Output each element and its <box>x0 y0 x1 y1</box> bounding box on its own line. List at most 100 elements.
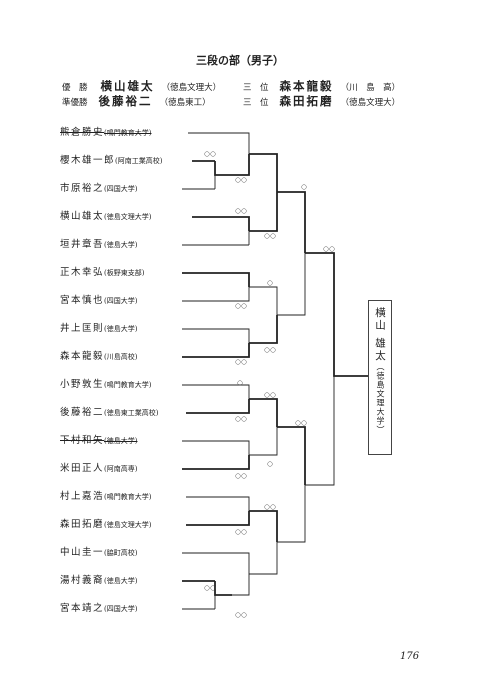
result-affil: （徳島文理大） <box>161 83 222 93</box>
player-affil: (鳴門教育大学) <box>104 129 152 137</box>
score-mark <box>264 347 276 353</box>
result-name: 横山雄太 <box>100 79 155 93</box>
player-entry: 垣井章吾(徳島大学) <box>60 238 137 252</box>
player-entry: 湯村義裔(徳島大学) <box>60 574 137 588</box>
score-mark <box>264 504 276 510</box>
player-entry: 森本龍毅(川島高校) <box>60 350 137 364</box>
champion-text: 横山 雄太（徳島文理大学） <box>370 307 390 434</box>
page-title: 三段の部（男子） <box>196 54 284 67</box>
player-entry: 宮本靖之(四国大学) <box>60 602 137 616</box>
match-scores <box>204 151 335 618</box>
result-name: 森田拓磨 <box>279 94 334 108</box>
player-entry: 井上匡則(徳島大学) <box>60 322 137 336</box>
player-name: 宮本靖之 <box>60 603 105 614</box>
player-name: 櫻木雄一郎 <box>60 155 116 166</box>
player-entry: 米田正人(阿南高専) <box>60 462 137 476</box>
score-mark <box>235 208 247 214</box>
bracket-line <box>277 426 306 485</box>
player-entry: 中山圭一(脇町高校) <box>60 546 137 560</box>
score-mark <box>237 380 243 386</box>
bracket-line <box>249 286 278 315</box>
bracket-line <box>232 440 250 455</box>
player-name: 横山雄太 <box>60 211 105 222</box>
bracket-line <box>249 398 278 427</box>
player-affil: (徳島大学) <box>104 325 138 333</box>
player-affil: (徳島大学) <box>104 241 138 249</box>
result-third-2: 三 位 森田拓磨 （徳島文理大） <box>243 93 400 109</box>
player-entry: 横山雄太(徳島文理大学) <box>60 210 151 224</box>
result-runner-up: 準優勝 後藤裕二 （徳島東工） <box>62 93 211 109</box>
bracket-line <box>232 399 250 414</box>
bracket-line <box>305 376 335 486</box>
score-mark <box>235 416 247 422</box>
player-name: 下村和矢 <box>60 435 105 446</box>
result-affil: （徳島文理大） <box>340 98 401 108</box>
score-mark <box>204 151 216 157</box>
bracket-line <box>232 132 250 154</box>
bracket-line <box>232 287 250 302</box>
score-mark <box>264 233 276 239</box>
result-rank: 準優勝 <box>62 98 88 108</box>
result-affil: （川 島 高） <box>340 83 401 93</box>
bracket-line <box>232 496 250 511</box>
result-rank: 三 位 <box>243 98 269 108</box>
player-name: 市原裕之 <box>60 183 105 194</box>
player-name: 湯村義裔 <box>60 575 105 586</box>
bracket-line <box>249 153 278 192</box>
champion-affil: （徳島文理大学） <box>376 362 385 435</box>
bracket-line <box>277 485 306 543</box>
bracket-line <box>232 154 250 176</box>
player-affil: (徳島文理大学) <box>104 213 152 221</box>
bracket-line <box>277 191 306 253</box>
player-name: 熊倉勝史 <box>60 127 105 138</box>
result-rank: 優 勝 <box>62 83 88 93</box>
bracket-line <box>249 192 278 232</box>
result-affil: （徳島東工） <box>159 98 211 108</box>
bracket-line <box>214 161 232 176</box>
score-mark <box>204 585 216 591</box>
player-affil: (阿南工業高校) <box>115 157 163 165</box>
player-name: 井上匡則 <box>60 323 105 334</box>
player-name: 小野敦生 <box>60 379 105 390</box>
player-name: 村上嘉浩 <box>60 491 105 502</box>
player-entry: 後藤裕二(徳島東工業高校) <box>60 406 158 420</box>
result-name: 後藤裕二 <box>98 94 153 108</box>
player-affil: (四国大学) <box>104 605 138 613</box>
player-affil: (鳴門教育大学) <box>104 493 152 501</box>
score-mark <box>301 184 307 190</box>
score-mark <box>267 280 273 286</box>
player-affil: (徳島文理大学) <box>104 521 152 529</box>
bracket-line <box>232 343 250 358</box>
player-entry: 熊倉勝史(鳴門教育大学) <box>60 126 151 140</box>
player-affil: (四国大学) <box>104 297 138 305</box>
bracket-line <box>232 216 250 231</box>
player-affil: (鳴門教育大学) <box>104 381 152 389</box>
bracket-line <box>214 581 232 596</box>
result-winner: 優 勝 横山雄太 （徳島文理大） <box>62 78 221 94</box>
player-entry: 森田拓磨(徳島文理大学) <box>60 518 151 532</box>
player-entry: 小野敦生(鳴門教育大学) <box>60 378 151 392</box>
player-affil: (板野東支部) <box>104 269 145 277</box>
player-name: 垣井章吾 <box>60 239 105 250</box>
score-mark <box>264 392 276 398</box>
player-name: 米田正人 <box>60 463 105 474</box>
bracket-line <box>277 253 306 316</box>
bracket-line <box>249 542 278 575</box>
result-rank: 三 位 <box>243 83 269 93</box>
player-entry: 村上嘉浩(鳴門教育大学) <box>60 490 151 504</box>
champion-box: 横山 雄太（徳島文理大学） <box>368 300 392 455</box>
player-name: 宮本慎也 <box>60 295 105 306</box>
champion-name: 横山 雄太 <box>374 307 386 363</box>
player-name: 中山圭一 <box>60 547 105 558</box>
score-mark <box>267 461 273 467</box>
player-name: 森本龍毅 <box>60 351 105 362</box>
score-mark <box>323 246 335 252</box>
bracket-line <box>249 510 278 542</box>
player-affil: (阿南高専) <box>104 465 138 473</box>
result-name: 森本龍毅 <box>279 79 334 93</box>
bracket-line <box>232 272 250 287</box>
page-number: 176 <box>400 651 420 662</box>
player-affil: (四国大学) <box>104 185 138 193</box>
score-mark <box>295 420 307 426</box>
